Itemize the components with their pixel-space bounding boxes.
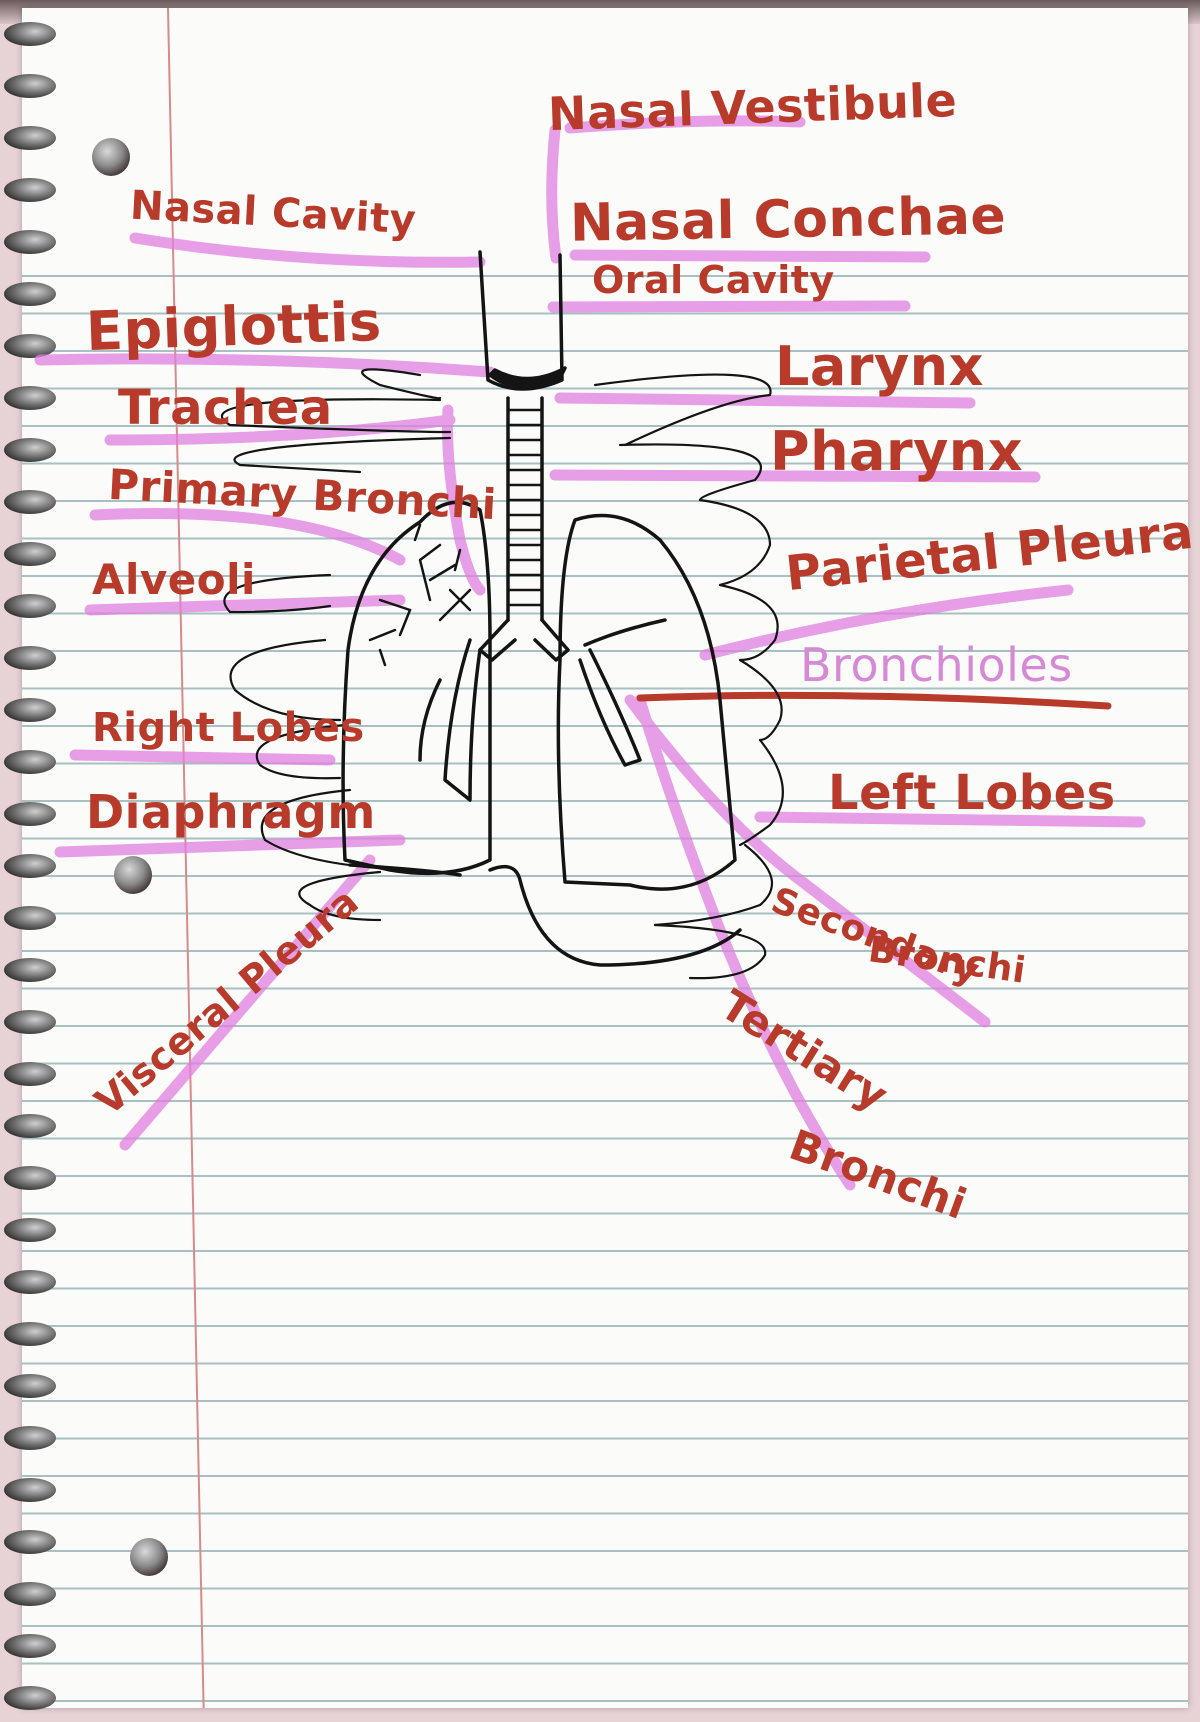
label-alveoli: Alveoli xyxy=(92,555,256,604)
lungs-and-airway-drawing xyxy=(220,250,784,980)
label-right-lobes: Right Lobes xyxy=(92,705,365,751)
notebook-page xyxy=(22,8,1188,1708)
label-oral-cavity: Oral Cavity xyxy=(592,258,835,302)
label-larynx: Larynx xyxy=(775,335,984,398)
label-left-lobes: Left Lobes xyxy=(828,765,1116,821)
punch-hole-middle xyxy=(114,856,152,894)
bronchioles-leader-line xyxy=(636,691,1112,710)
ruled-lines xyxy=(22,8,1188,1708)
spiral-binding xyxy=(0,0,70,1722)
label-diaphragm: Diaphragm xyxy=(86,785,376,839)
label-epiglottis: Epiglottis xyxy=(84,289,383,364)
label-bronchioles: Bronchioles xyxy=(800,638,1073,692)
label-trachea: Trachea xyxy=(118,380,333,436)
label-pharynx: Pharynx xyxy=(770,420,1024,483)
label-nasal-conchae: Nasal Conchae xyxy=(569,186,1007,254)
punch-hole-top xyxy=(92,138,130,176)
punch-hole-bottom xyxy=(130,1538,168,1576)
